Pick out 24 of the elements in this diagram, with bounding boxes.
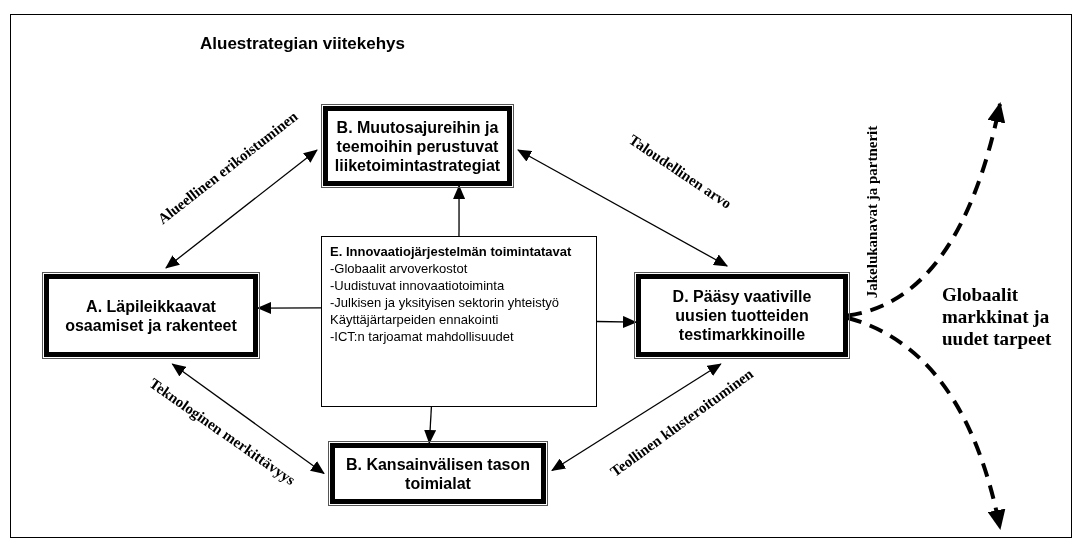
- arrow: [257, 302, 322, 314]
- list-item: -Uudistuvat innovaatiotoiminta: [330, 277, 506, 294]
- framed-box: D. Pääsy vaativille uusien tuotteiden testimarkkinoille: [636, 274, 848, 357]
- arrow: [424, 406, 437, 444]
- annotation-text: Globaalit markkinat ja uudet tarpeet: [942, 284, 1053, 350]
- dashed-arrow: [847, 102, 1005, 318]
- list-item: -Globaalit arvoverkostot: [330, 260, 469, 277]
- diagram-title: Aluestrategian viitekehys: [200, 34, 406, 54]
- framed-box: A. Läpileikkaavat osaamiset ja rakenteet: [44, 274, 258, 357]
- list-item: Käyttäjärtarpeiden ennakointi: [330, 311, 500, 328]
- arrow: [171, 363, 325, 475]
- arrow: [453, 185, 466, 237]
- framed-box: B. Kansainvälisen tason toimialat: [330, 443, 546, 504]
- arrow: [551, 363, 722, 472]
- box-heading: E. Innovaatiojärjestelmän toimintatavat: [330, 243, 573, 260]
- arrow: [165, 149, 318, 269]
- list-item: -Julkisen ja yksityisen sektorin yhteistyö: [330, 294, 561, 311]
- text-box: [321, 236, 597, 407]
- arrow: [517, 149, 729, 267]
- dashed-arrow: [847, 316, 1005, 530]
- vertical-label: Jakelukanavat ja partnerit: [863, 125, 881, 299]
- framed-box: B. Muutosajureihin ja teemoihin perustuvat liiketoimintastrategiat: [323, 106, 512, 186]
- list-item: -ICT:n tarjoamat mahdollisuudet: [330, 328, 515, 345]
- arrow: [596, 315, 637, 328]
